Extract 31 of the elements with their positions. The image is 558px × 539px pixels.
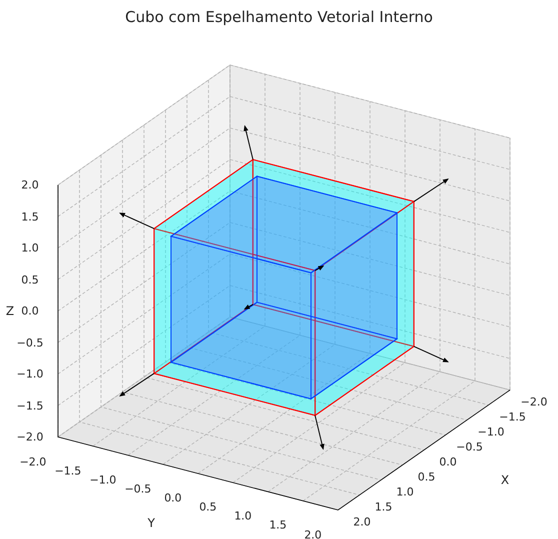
chart-title: Cubo com Espelhamento Vetorial Interno <box>124 8 434 26</box>
tick-label: −0.5 <box>456 440 483 454</box>
tick-label: 1.0 <box>234 510 252 523</box>
tick-label: 0.5 <box>199 500 217 514</box>
axis-label: Z <box>6 304 14 318</box>
tick-label: −1.5 <box>54 464 82 478</box>
tick-label: 1.0 <box>396 485 414 498</box>
tick-label: −2.0 <box>16 430 44 444</box>
tick-label: 2.0 <box>353 515 371 528</box>
axis-label: X <box>500 473 510 488</box>
tick-label: −1.0 <box>478 425 504 438</box>
axis-label: Y <box>148 516 155 530</box>
tick-label: 0.5 <box>418 470 436 484</box>
tick-label: −2.0 <box>520 395 548 408</box>
tick-label: −0.5 <box>124 482 152 496</box>
tick-label: 0.0 <box>21 304 39 318</box>
tick-label: 2.0 <box>21 178 39 192</box>
tick-label: 0.0 <box>439 455 457 468</box>
tick-label: −1.0 <box>90 473 116 486</box>
tick-label: −1.0 <box>16 368 44 380</box>
tick-label: 1.5 <box>269 518 287 532</box>
tick-label: −0.5 <box>16 336 44 349</box>
tick-label: 1.5 <box>374 500 392 514</box>
tick-label: −1.5 <box>499 410 526 424</box>
tick-label: 1.5 <box>21 210 39 223</box>
tick-label: 2.0 <box>304 528 322 539</box>
tick-label: 0.0 <box>164 492 182 504</box>
tick-label: 0.5 <box>21 273 39 286</box>
tick-label: −2.0 <box>20 455 46 468</box>
tick-label: 1.0 <box>21 242 39 254</box>
tick-label: −1.5 <box>16 399 44 412</box>
